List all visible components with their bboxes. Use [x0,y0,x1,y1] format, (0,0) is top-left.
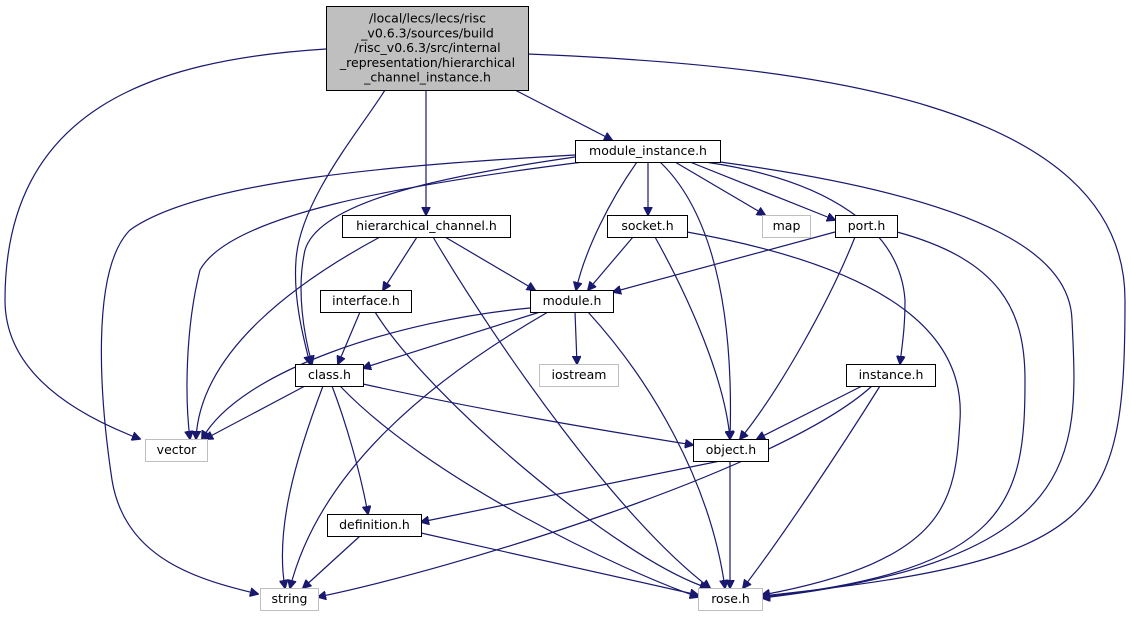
edge-socket-to-rose [686,231,961,595]
node-class[interactable]: class.h [295,364,364,387]
node-label: _representation/hierarchical [339,55,515,70]
node-label: _v0.6.3/sources/build [360,25,494,40]
edge-instance-to-string [318,385,873,597]
node-label: string [272,591,308,606]
edge-module-instance-to-map [674,161,765,215]
node-object[interactable]: object.h [693,439,769,462]
node-definition[interactable]: definition.h [327,514,422,537]
node-label: iostream [552,367,607,382]
node-label: rose.h [711,591,750,606]
node-module[interactable]: module.h [530,290,614,313]
node-box [295,364,364,387]
node-vector: vector [145,439,208,462]
node-root[interactable]: /local/lecs/lecs/risc_v0.6.3/sources/bui… [326,6,529,91]
edge-module-instance-to-class [300,156,576,364]
node-label: definition.h [339,517,410,532]
edge-root-to-rose [527,53,1126,596]
node-label: instance.h [859,367,924,382]
edge-definition-to-string [303,535,361,588]
node-label: port.h [848,218,886,233]
node-box [698,588,763,611]
edge-hierarchical-channel-to-interface [383,236,418,290]
node-label: hierarchical_channel.h [356,218,497,233]
edge-module-to-vector [202,307,531,439]
edge-module-instance-to-rose [719,161,1075,598]
node-port[interactable]: port.h [835,215,898,238]
node-label: module.h [543,293,602,308]
node-label: /local/lecs/lecs/risc [369,11,486,26]
edge-layer [4,48,1126,598]
node-iostream: iostream [539,364,619,387]
edge-hierarchical-channel-to-vector [196,236,381,439]
edge-module-instance-to-object [659,161,730,439]
edge-module-instance-to-vector [187,161,584,439]
node-box [575,140,721,163]
edge-port-to-module [613,231,836,292]
node-box [145,439,208,462]
node-box [835,215,898,238]
edge-socket-to-object [654,236,730,439]
edge-instance-to-object [757,385,863,439]
edge-module-to-class [363,311,541,368]
node-label: vector [157,442,198,457]
node-box [530,290,614,313]
edge-hierarchical-channel-to-module [444,236,535,290]
edge-interface-to-rose [374,311,708,588]
edge-module-to-iostream [575,311,577,364]
edge-module-instance-to-port [689,161,835,220]
edge-module-to-rose [587,311,725,588]
edge-definition-to-rose [420,532,698,595]
node-box [342,215,511,238]
node-rose: rose.h [698,588,763,611]
edge-class-to-vector [205,385,306,439]
edge-hierarchical-channel-to-rose [432,236,710,588]
edge-socket-to-module [588,236,634,290]
edge-module-instance-to-string [100,154,576,594]
edge-module-to-string [290,311,549,588]
node-label: map [773,218,801,233]
edge-root-to-module-instance [514,89,612,140]
node-label: socket.h [621,218,673,233]
node-module-instance[interactable]: module_instance.h [575,140,721,163]
node-box [762,215,811,238]
edge-port-to-object [740,236,856,439]
edge-object-to-definition [421,460,721,522]
node-label: object.h [706,442,756,457]
node-label: class.h [308,367,351,382]
node-box [693,439,769,462]
node-interface[interactable]: interface.h [320,290,412,313]
edge-class-to-rose [339,385,698,597]
node-box [539,364,619,387]
node-label: /risc_v0.6.3/src/internal [354,40,500,55]
node-hierarchical-channel[interactable]: hierarchical_channel.h [342,215,511,238]
edge-class-to-object [362,383,693,445]
edge-root-to-vector [4,48,327,439]
edge-root-to-class [294,89,386,364]
node-map: map [762,215,811,238]
node-layer: /local/lecs/lecs/risc_v0.6.3/sources/bui… [145,6,936,611]
edge-port-to-rose [762,231,1026,597]
edge-class-to-definition [331,385,368,514]
node-box [326,6,529,91]
node-label: module_instance.h [589,143,707,158]
node-box [846,364,936,387]
node-label: _channel_instance.h [363,70,491,85]
node-box [607,215,688,238]
node-label: interface.h [332,293,400,308]
node-box [320,290,412,313]
node-string: string [260,588,319,611]
node-box [260,588,319,611]
edge-instance-to-rose [743,385,881,588]
edge-interface-to-class [338,311,361,364]
edge-module-instance-to-module [576,161,638,290]
node-box [327,514,422,537]
node-socket[interactable]: socket.h [607,215,688,238]
edge-class-to-string [282,385,324,588]
edge-module-instance-to-instance [704,161,906,364]
node-instance[interactable]: instance.h [846,364,936,387]
